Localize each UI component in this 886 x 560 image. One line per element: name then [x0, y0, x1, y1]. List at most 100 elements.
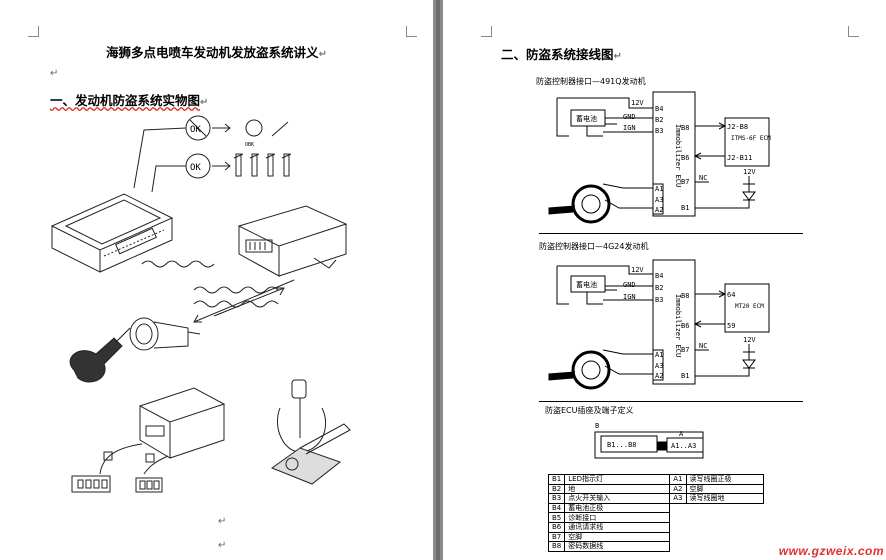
ecm-box	[724, 117, 770, 167]
pin-label: B1	[681, 372, 689, 380]
table-cell: B3	[547, 493, 566, 504]
empty-paragraph-mark[interactable]: ↵	[218, 516, 227, 527]
coil-pin: A1	[655, 185, 663, 193]
signal-wave	[141, 260, 215, 268]
immobilizer-label: OBK	[245, 142, 254, 148]
table-cell	[686, 503, 763, 513]
car-key-illustration	[69, 327, 131, 383]
table-cell: 密码数据线	[564, 541, 671, 552]
empty-paragraph-mark[interactable]: ↵	[218, 540, 227, 551]
nc-label: NC	[699, 174, 707, 182]
table-cell: B5	[547, 512, 566, 523]
separator-line	[539, 233, 803, 234]
table-cell: 诊断接口	[564, 512, 671, 523]
immobilizer-module-illustration	[237, 205, 348, 277]
coil-pin: A1	[655, 351, 663, 359]
coil-pin: A3	[655, 362, 663, 370]
page-corner-mark	[406, 26, 417, 37]
page-corner-mark	[481, 26, 492, 37]
wiring-diagram-491q: Immobilizer ECU 蓄电池 B4 B2 B3 12V GND IGN…	[548, 91, 771, 224]
document-title[interactable]: 海狮多点电喷车发动机发放盗系统讲义↵	[106, 45, 327, 60]
wire-label: GND	[623, 113, 636, 121]
connector-label-b: B	[595, 422, 599, 430]
pin-label: B2	[655, 284, 663, 292]
led-icon	[742, 184, 756, 201]
ecm-name: ITMS-6F ECM	[731, 135, 771, 142]
antenna-coil-icon	[548, 350, 611, 390]
led-supply-label: 12V	[743, 336, 756, 344]
section2-heading[interactable]: 二、防盗系统接线图↵	[501, 47, 622, 62]
led-icon	[742, 352, 756, 369]
table-cell: B2	[547, 483, 566, 495]
antitheft-components-illustration: OK OK OBK	[50, 115, 351, 493]
ecm-pin: J2-B8	[727, 123, 748, 131]
nc-label: NC	[699, 342, 707, 350]
wire-label: IGN	[623, 124, 636, 132]
table-cell: B7	[547, 531, 566, 543]
ecm-box	[724, 283, 770, 333]
transponder-key-illustration	[270, 379, 351, 485]
ecu-connector-diagram: B A B1...B8 A1..A3	[594, 422, 704, 459]
engine-ecu-illustration	[50, 193, 174, 273]
table-cell: 空脚	[685, 483, 764, 495]
wire-label: 12V	[631, 99, 644, 107]
coil-pin: A2	[655, 372, 663, 380]
pin-label: B2	[655, 116, 663, 124]
table-cell	[686, 542, 763, 552]
empty-paragraph-mark[interactable]: ↵	[50, 68, 59, 79]
ecu-label: Immobilizer ECU	[674, 294, 682, 357]
injectors-icon	[233, 153, 292, 177]
ok-label: OK	[190, 163, 201, 173]
coil-pin: A3	[655, 196, 663, 204]
connector-pins-a: A1..A3	[671, 442, 696, 450]
ecm-name: MT20 ECM	[735, 303, 764, 310]
table-cell: 通讯请求线	[564, 521, 671, 533]
pin-label: B8	[681, 124, 689, 132]
ecu-label: Immobilizer ECU	[674, 124, 682, 187]
ecu-connector-illustration	[71, 387, 226, 493]
pin-label: B4	[655, 105, 663, 113]
watermark: www.gzweix.com	[778, 544, 884, 558]
coil-pin: A2	[655, 206, 663, 214]
ignition-lock-illustration	[129, 317, 201, 351]
table-cell: B8	[547, 541, 566, 552]
table-cell: B6	[547, 521, 566, 533]
diagram1-caption: 防盗控制器接口—491Q发动机	[536, 77, 646, 86]
table-cell	[670, 542, 686, 552]
battery-box	[570, 275, 606, 293]
table-cell: LED指示灯	[564, 474, 671, 485]
connector-pins-b: B1...B8	[607, 441, 637, 449]
table-cell: B4	[547, 502, 566, 514]
ecm-pin: 59	[727, 322, 735, 330]
document-page-right: 二、防盗系统接线图↵ 防盗控制器接口—491Q发动机 Immobilizer E…	[443, 0, 886, 560]
page-divider	[433, 0, 443, 560]
antenna-coil-icon	[548, 184, 611, 224]
diagram2-caption: 防盗控制器接口—4G24发动机	[539, 242, 649, 251]
wire-label: 12V	[631, 266, 644, 274]
connector-caption: 防盗ECU插座及端子定义	[545, 406, 634, 415]
table-cell: 蓄电池正极	[564, 502, 671, 514]
battery-label: 蓄电池	[576, 114, 597, 123]
pin-label: B7	[681, 178, 689, 186]
table-cell: 空脚	[564, 531, 671, 543]
pin-label: B1	[681, 204, 689, 212]
table-cell	[670, 532, 686, 542]
table-cell: 读写线圈地	[685, 493, 764, 504]
wire-label: GND	[623, 281, 636, 289]
led-supply-label: 12V	[743, 168, 756, 176]
connector-label-a: A	[679, 430, 684, 438]
signal-wave	[193, 286, 279, 294]
section1-heading[interactable]: 一、发动机防盗系统实物图↵	[50, 93, 209, 108]
pin-label: B7	[681, 346, 689, 354]
pin-label: B3	[655, 127, 663, 135]
table-cell: 地	[564, 483, 671, 495]
pin-label: B6	[681, 154, 689, 162]
ok-label: OK	[190, 125, 201, 135]
document-page-left: 海狮多点电喷车发动机发放盗系统讲义↵ ↵ 一、发动机防盗系统实物图↵ OK OK…	[0, 0, 433, 560]
